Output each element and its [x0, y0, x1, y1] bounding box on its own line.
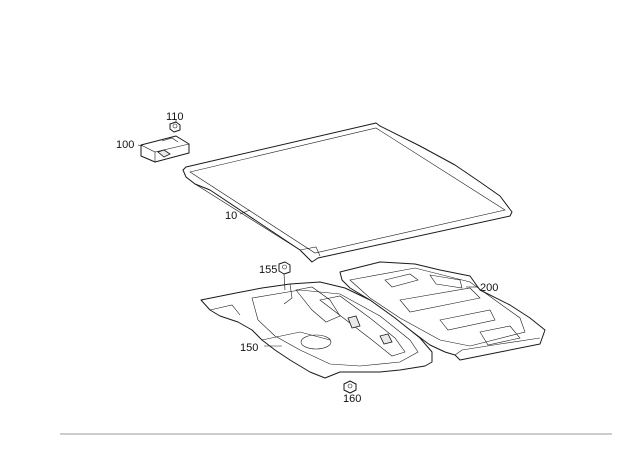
front-floor-pan-part-150[interactable]	[200, 281, 433, 379]
nut-part-110[interactable]	[169, 121, 181, 133]
callout-150: 150	[240, 342, 258, 354]
callout-155: 155	[259, 264, 277, 276]
callout-10: 10	[225, 210, 237, 222]
nut-part-160[interactable]	[343, 380, 357, 394]
callout-160: 160	[343, 393, 361, 405]
leader-lines	[137, 120, 477, 393]
bracket-part-100[interactable]	[140, 135, 190, 163]
clip-part-155[interactable]	[278, 261, 291, 275]
callout-100: 100	[116, 139, 134, 151]
floor-panel-part-10[interactable]	[182, 122, 513, 263]
callout-200: 200	[480, 282, 498, 294]
callout-110: 110	[166, 111, 184, 123]
